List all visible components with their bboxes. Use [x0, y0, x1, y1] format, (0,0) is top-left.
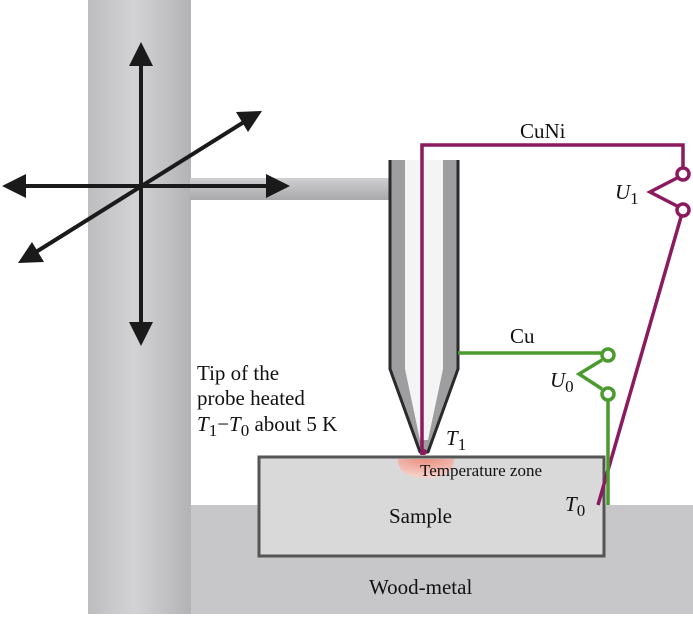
arrow-left-head — [2, 174, 26, 198]
tip-caption-line1: Tip of the — [197, 361, 279, 385]
probe-tip-point — [421, 449, 427, 455]
tip-caption-line3: T1−T0 about 5 K — [197, 412, 337, 440]
u0-label: U0 — [550, 368, 574, 396]
t0-label: T0 — [565, 492, 585, 520]
tip-caption-line2: probe heated — [197, 386, 305, 410]
u1-terminal-top — [675, 166, 691, 182]
horizontal-arm — [190, 178, 390, 200]
probe-bore — [405, 160, 443, 440]
cuni-wire — [420, 143, 685, 455]
arrow-right-head — [266, 174, 290, 198]
sample-label: Sample — [389, 504, 452, 528]
u0-voltmeter-symbol — [575, 358, 603, 391]
u0-terminal-top — [600, 347, 616, 363]
u1-label: U1 — [615, 180, 639, 208]
u1-terminal-bottom — [675, 202, 691, 218]
heat-zone — [398, 459, 454, 478]
cu-label: Cu — [510, 324, 535, 348]
cuni-label: CuNi — [520, 119, 566, 143]
cuni-return-wire — [596, 209, 685, 506]
u1-voltmeter-symbol — [646, 176, 678, 208]
arrow-diag-upper-head — [236, 111, 262, 132]
cu-wire — [458, 349, 610, 355]
arrow-down-head — [129, 322, 153, 346]
arrow-diagonal — [34, 120, 246, 254]
t1-label: T1 — [446, 426, 466, 454]
temperature-zone-label: Temperature zone — [420, 461, 542, 480]
arrow-up-head — [129, 42, 153, 66]
wood-metal-label: Wood-metal — [369, 575, 472, 599]
arrow-diag-lower-head — [18, 242, 44, 263]
u0-terminal-bottom — [600, 386, 616, 402]
motion-arrows-icon — [2, 42, 290, 346]
